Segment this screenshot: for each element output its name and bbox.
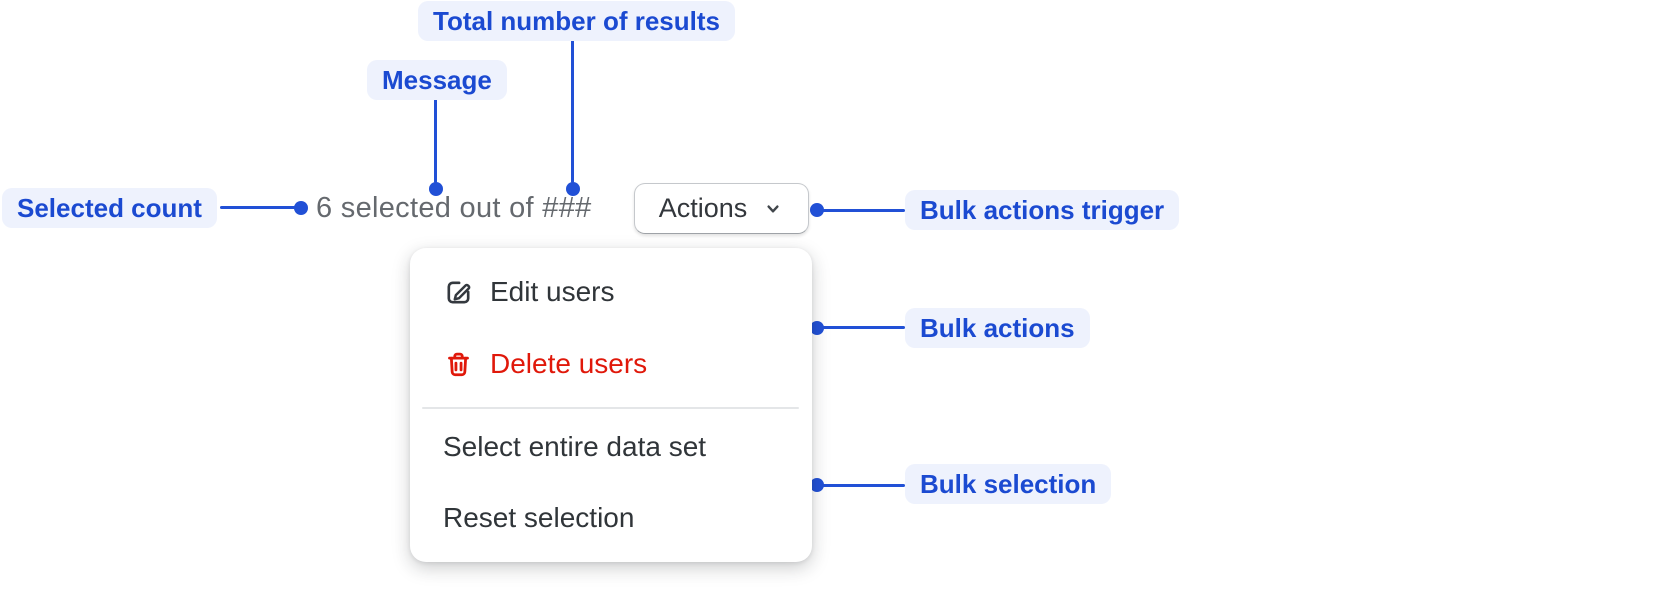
menu-item-label: Select entire data set [443, 431, 707, 462]
connector-dot-selected-count [294, 201, 308, 215]
connector-line-message [434, 99, 437, 183]
menu-item-edit-users[interactable]: Edit users [410, 264, 812, 320]
menu-item-label: Reset selection [443, 502, 635, 533]
menu-item-reset-selection[interactable]: Reset selection [410, 490, 812, 546]
menu-item-select-entire-data-set[interactable]: Select entire data set [410, 419, 812, 475]
connector-dot-bulk-actions [810, 321, 824, 335]
menu-divider [422, 407, 799, 409]
annotation-total-number-of-results: Total number of results [418, 1, 735, 41]
connector-dot-bulk-actions-trigger [810, 203, 824, 217]
annotation-message: Message [367, 60, 507, 100]
selection-count-message: 6 selected out of ### [316, 192, 592, 224]
trash-icon [443, 349, 474, 380]
connector-line-bulk-actions-trigger [822, 209, 905, 212]
menu-item-label: Delete users [490, 348, 648, 379]
annotation-selected-count: Selected count [2, 188, 217, 228]
connector-line-bulk-actions [822, 326, 905, 329]
menu-item-delete-users[interactable]: Delete users [410, 336, 812, 392]
annotation-bulk-selection: Bulk selection [905, 464, 1112, 504]
connector-line-selected-count [220, 206, 296, 209]
bulk-actions-menu: Edit users Delete users Select entire da… [410, 248, 812, 562]
bulk-actions-trigger-label: Actions [658, 193, 748, 223]
chevron-down-icon [762, 198, 784, 220]
connector-dot-bulk-selection [810, 478, 824, 492]
annotation-bulk-actions-trigger: Bulk actions trigger [905, 190, 1180, 230]
bulk-actions-trigger-button[interactable]: Actions [634, 183, 809, 234]
connector-line-total-results [571, 40, 574, 183]
connector-dot-total-results [566, 182, 580, 196]
edit-icon [443, 277, 474, 308]
annotation-bulk-actions: Bulk actions [905, 308, 1090, 348]
menu-item-label: Edit users [490, 276, 615, 307]
connector-line-bulk-selection [822, 484, 905, 487]
connector-dot-message [429, 182, 443, 196]
